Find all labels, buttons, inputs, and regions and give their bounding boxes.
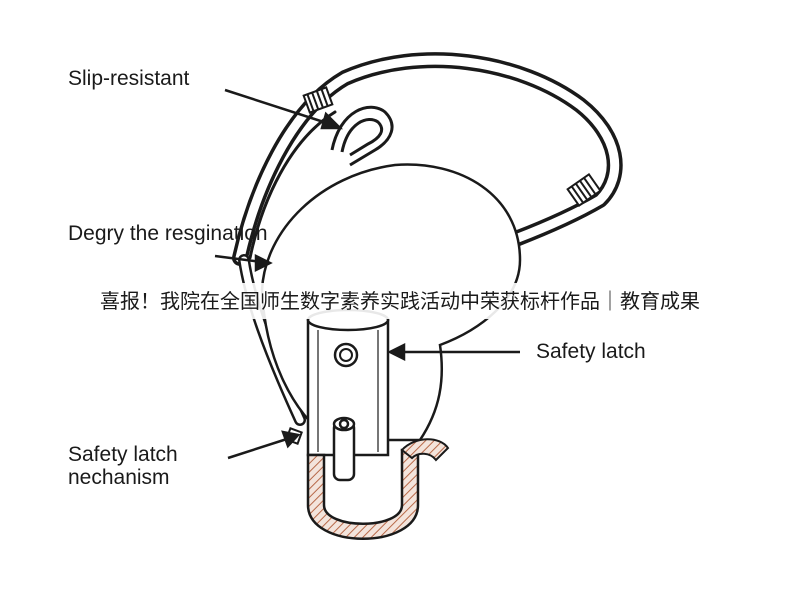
label-slip-resistant: Slip-resistant bbox=[68, 67, 190, 90]
bottom-hook bbox=[306, 438, 450, 540]
leader-arrows bbox=[214, 88, 520, 460]
slip-resistant-loop bbox=[330, 105, 394, 167]
label-safety-latch-mechanism-line2: nechanism bbox=[68, 466, 170, 489]
label-safety-latch: Safety latch bbox=[536, 340, 646, 363]
latch-pin bbox=[332, 416, 356, 482]
label-safety-latch-mechanism-line1: Safety latch bbox=[68, 443, 178, 466]
label-degry-resgination: Degry the resgination bbox=[68, 222, 268, 245]
safety-latch-button bbox=[333, 342, 359, 368]
overlay-banner: 喜报！我院在全国师生数字素养实践活动中荣获标杆作品｜教育成果 bbox=[0, 283, 800, 319]
grip-wraps bbox=[302, 86, 602, 208]
